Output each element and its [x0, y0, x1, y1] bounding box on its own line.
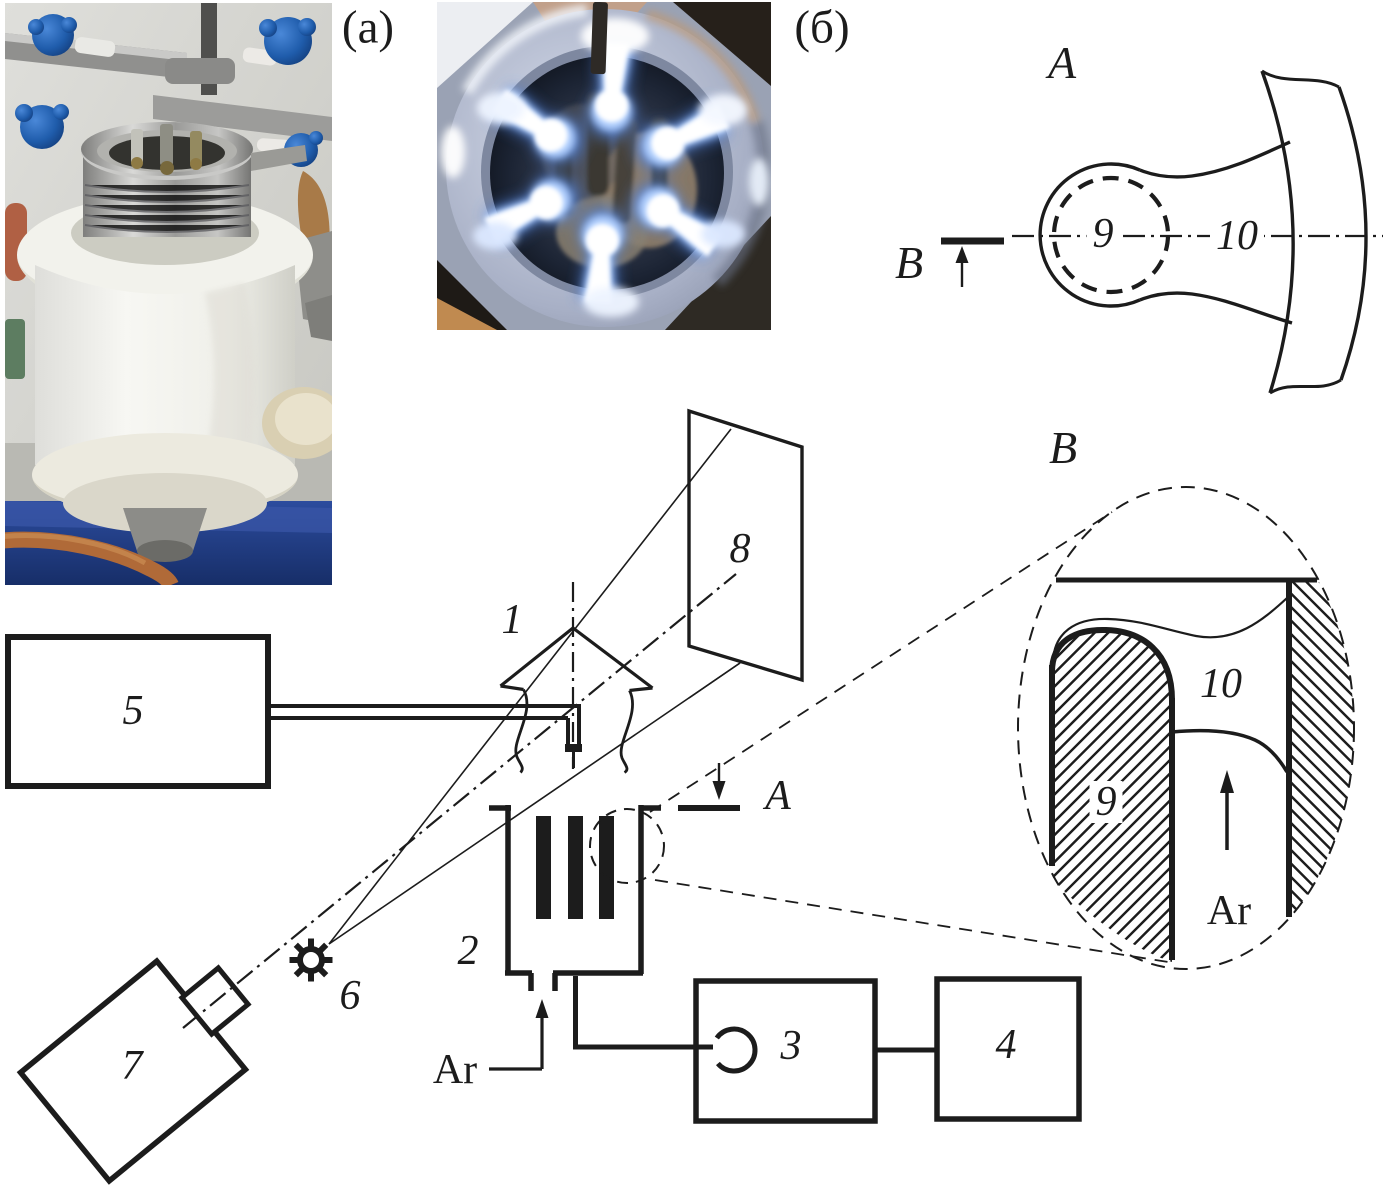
- label-6: 6: [339, 973, 361, 1019]
- detail-b-part9-hatch: [1052, 629, 1172, 962]
- outlet-pipe: [573, 976, 713, 1050]
- electrode-bar-3: [599, 816, 614, 919]
- detail-b-right-wall-hatch: [1292, 582, 1354, 915]
- box5: [5, 634, 271, 789]
- detail-b-title: B: [1048, 422, 1078, 473]
- view-a-section-label: B: [894, 237, 924, 288]
- label-2: 2: [457, 928, 479, 974]
- light-ray-upper: [328, 428, 732, 945]
- plume-left-tail: [514, 688, 529, 774]
- view-a-ring-right-arc: [1337, 86, 1368, 381]
- detail-b-part9-label: 9: [1089, 781, 1123, 823]
- plume-right-side: [572, 626, 654, 690]
- ar-inlet-arrow-head: [535, 999, 549, 1018]
- panel-a-label: (a): [341, 1, 395, 54]
- view-a-bulb: [1038, 162, 1141, 308]
- detail-b-meniscus-bottom: [1171, 728, 1289, 773]
- view-a-b-arrow-head: [955, 246, 969, 263]
- label-5: 5: [122, 688, 144, 734]
- view-a-neck-bottom: [1139, 291, 1293, 325]
- photo-discharge: [437, 2, 771, 330]
- detail-b-part10-label: 10: [1200, 661, 1242, 707]
- section-a-arrow-head: [712, 781, 726, 800]
- plume-right-tail: [619, 689, 634, 774]
- plume-right-notch: [629, 686, 653, 693]
- electrode-bar-2: [568, 816, 583, 919]
- photo-apparatus: [5, 3, 332, 585]
- view-a-dashed-circle: [1051, 175, 1171, 295]
- panel-b-label: (б): [794, 1, 850, 54]
- detail-b-part9-arch: [1049, 626, 1175, 701]
- detail-b-meniscus-top: [1051, 597, 1288, 665]
- label-7: 7: [121, 1043, 143, 1089]
- view-a-title: A: [1047, 37, 1077, 88]
- label-8: 8: [729, 526, 751, 572]
- view-a-ring-top-break: [1261, 69, 1340, 89]
- chopper-star: [289, 938, 333, 982]
- main-gas-label: Ar: [432, 1047, 478, 1093]
- plume-left-notch: [500, 684, 524, 692]
- main-section-label: A: [765, 773, 791, 819]
- optical-axis: [182, 573, 737, 1029]
- detail-b-ar-arrow-head: [1220, 770, 1234, 793]
- light-ray-lower-into-plate: [688, 662, 741, 699]
- view-a-drawing: [941, 69, 1383, 395]
- plasma-petals: [484, 42, 730, 304]
- label-4: 4: [995, 1022, 1017, 1068]
- view-a-part9-label: 9: [1086, 213, 1120, 255]
- light-ray-lower: [328, 662, 741, 945]
- photo-a-orange-hose: [5, 531, 179, 585]
- label-1: 1: [501, 597, 523, 643]
- view-a-part10-label: 10: [1210, 215, 1264, 257]
- label-3: 3: [780, 1023, 802, 1069]
- plume-left-side: [499, 626, 574, 688]
- detail-b-ellipse: [1017, 486, 1355, 970]
- main-schematic-drawing: [5, 408, 1082, 1185]
- detail-source-circle: [589, 808, 665, 884]
- view-a-ring-left-arc: [1260, 70, 1295, 394]
- view-a-ring-bottom-break: [1269, 378, 1342, 395]
- pump-symbol: [714, 1026, 758, 1074]
- plate8: [687, 408, 804, 683]
- view-a-neck-top: [1139, 140, 1291, 179]
- electrode-bar-1: [536, 816, 551, 919]
- detail-b-connector-top: [649, 511, 1113, 813]
- detail-b-gas-label: Ar: [1206, 888, 1252, 934]
- detail-b-drawing: [649, 486, 1355, 970]
